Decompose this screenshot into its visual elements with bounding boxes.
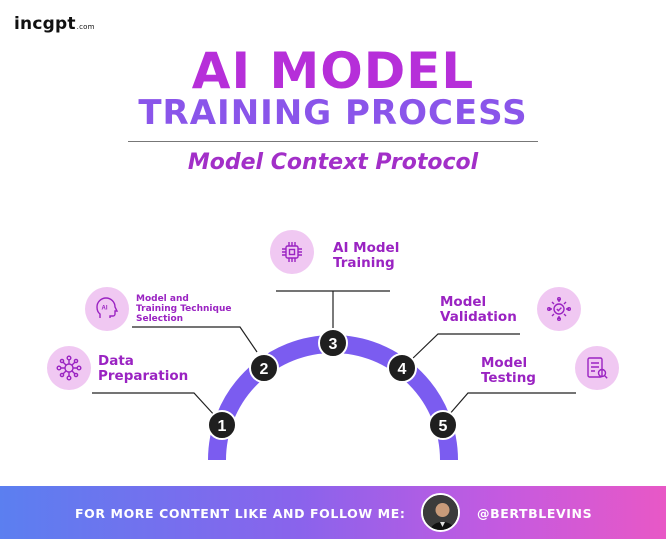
step-badge-5: 5 [428,410,458,440]
subtitle: Model Context Protocol [187,150,479,175]
step-label-4: Model Validation [440,294,517,326]
step-label-1: Data Preparation [98,353,189,385]
step-badge-4: 4 [387,353,417,383]
title-line-2: TRAINING PROCESS [138,93,528,133]
step-label-2: Model and Training Technique Selection [136,294,232,325]
step-badge-3: 3 [318,328,348,358]
brand-name: incgpt [14,14,76,34]
footer-banner: FOR MORE CONTENT LIKE AND FOLLOW ME: @BE… [0,486,666,539]
test-document-icon [575,346,619,390]
author-handle[interactable]: @BERTBLEVINS [477,506,593,521]
process-arc-diagram: 1 2 3 4 5 [92,290,576,461]
ai-head-icon: AI [85,287,129,331]
connector-5 [447,392,576,417]
step-number-5: 5 [439,418,448,435]
step-number-3: 3 [329,336,338,353]
title-divider [128,141,538,142]
step-number-2: 2 [260,361,269,378]
svg-text:AI: AI [102,306,108,312]
footer-cta: FOR MORE CONTENT LIKE AND FOLLOW ME: [75,506,406,521]
step-badge-1: 1 [207,410,237,440]
step-label-5: Model Testing [481,355,536,387]
validation-gear-icon [537,287,581,331]
connector-1 [92,392,217,418]
brand-logo: incgpt.com [14,14,95,34]
step-badge-2: 2 [249,353,279,383]
ai-chip-icon [270,230,314,274]
title-line-1: AI MODEL [191,42,475,100]
author-avatar[interactable] [421,493,460,532]
step-number-1: 1 [218,418,227,435]
step-number-4: 4 [398,361,407,378]
brand-suffix: .com [76,23,95,31]
connector-2 [132,326,258,353]
data-network-icon [47,346,91,390]
connector-4 [409,333,520,362]
step-label-3: AI Model Training [333,240,400,272]
